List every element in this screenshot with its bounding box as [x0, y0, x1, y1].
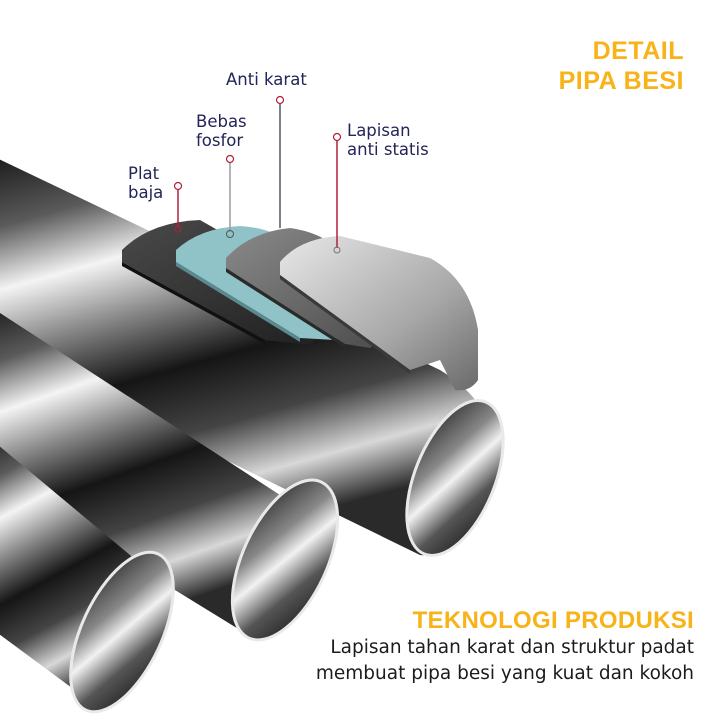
- footer-heading: TEKNOLOGI PRODUKSI: [412, 607, 694, 634]
- callout-text: Plat: [128, 164, 160, 183]
- footer-caption: TEKNOLOGI PRODUKSI Lapisan tahan karat d…: [316, 607, 694, 687]
- callout-plat-baja: Plat baja: [128, 164, 163, 202]
- title-line-2: PIPA BESI: [558, 67, 684, 95]
- footer-line-2: membuat pipa besi yang kuat dan kokoh: [315, 663, 694, 684]
- callout-text: Anti karat: [226, 70, 307, 89]
- page-title: DETAIL PIPA BESI: [559, 36, 684, 96]
- title-line-1: DETAIL: [592, 37, 684, 65]
- leader-plat-baja: [173, 181, 183, 233]
- callout-text: fosfor: [196, 131, 244, 150]
- leader-bebas-fosfor: [225, 154, 235, 238]
- leader-anti-karat: [275, 95, 285, 228]
- callout-text: Lapisan: [347, 121, 411, 140]
- callout-anti-karat: Anti karat: [226, 70, 307, 89]
- callout-text: anti statis: [347, 140, 429, 159]
- layer-lapisan-anti-statis: [280, 236, 478, 391]
- pipe-middle: [0, 313, 340, 642]
- callout-lapisan-anti-statis: Lapisan anti statis: [347, 121, 429, 159]
- callout-bebas-fosfor: Bebas fosfor: [196, 112, 247, 150]
- footer-line-1: Lapisan tahan karat dan struktur padat: [330, 637, 694, 658]
- callout-text: Bebas: [196, 112, 247, 131]
- callout-text: baja: [128, 183, 164, 202]
- pipe-front: [0, 446, 175, 714]
- leader-lapisan-anti-statis: [332, 132, 342, 254]
